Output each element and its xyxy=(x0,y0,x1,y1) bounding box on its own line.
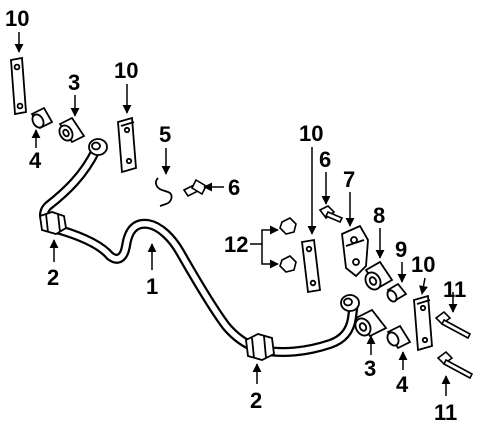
link-bracket-mid-left xyxy=(117,116,137,174)
callout-10-mid-left: 10 xyxy=(114,58,138,83)
retainer-clip xyxy=(155,177,173,207)
callout-numbers: 10 10 10 10 3 3 4 4 5 6 6 7 8 9 11 11 12… xyxy=(5,6,466,425)
bushing-right xyxy=(354,308,388,338)
callout-12: 12 xyxy=(224,232,248,257)
bolt-long-upper xyxy=(434,310,472,340)
callout-11-lower: 11 xyxy=(434,400,457,425)
bolt-long-lower xyxy=(436,350,474,380)
link-bracket-top-right xyxy=(301,238,321,294)
bolt-small-center xyxy=(182,178,208,198)
sleeve-right xyxy=(386,324,412,350)
callout-10-top-right: 10 xyxy=(299,121,323,146)
callout-10-mid-right: 10 xyxy=(411,252,435,277)
callout-4-left: 4 xyxy=(29,148,42,173)
grommet-large xyxy=(364,260,394,291)
callout-10-top-left: 10 xyxy=(5,6,29,31)
bar-end-bushing-right xyxy=(340,294,360,312)
link-bracket-top-left xyxy=(10,56,27,116)
spacer-small xyxy=(386,282,408,303)
callout-3-left: 3 xyxy=(68,70,80,95)
callout-1: 1 xyxy=(146,274,158,299)
callout-5: 5 xyxy=(159,122,171,147)
bar-clamp-left xyxy=(39,211,67,235)
bushing-left xyxy=(58,116,86,144)
nuts-pair xyxy=(279,217,297,273)
callout-3-right: 3 xyxy=(364,356,376,381)
callout-2-left: 2 xyxy=(47,265,59,290)
callout-2-right: 2 xyxy=(250,388,262,413)
bolt-small-right xyxy=(318,205,344,224)
callout-11-upper: 11 xyxy=(443,277,466,302)
mount-bracket xyxy=(341,224,369,278)
callout-4-right: 4 xyxy=(396,372,409,397)
bar-end-bushing-left xyxy=(88,138,108,156)
leader-lines xyxy=(14,32,458,396)
callout-7: 7 xyxy=(343,167,355,192)
callout-6-right: 6 xyxy=(319,147,331,172)
bar-clamp-right xyxy=(245,333,275,361)
callout-6-center: 6 xyxy=(228,175,240,200)
sleeve-left xyxy=(30,106,54,130)
callout-9: 9 xyxy=(395,237,407,262)
link-bracket-mid-right xyxy=(413,294,433,352)
callout-8: 8 xyxy=(373,203,385,228)
